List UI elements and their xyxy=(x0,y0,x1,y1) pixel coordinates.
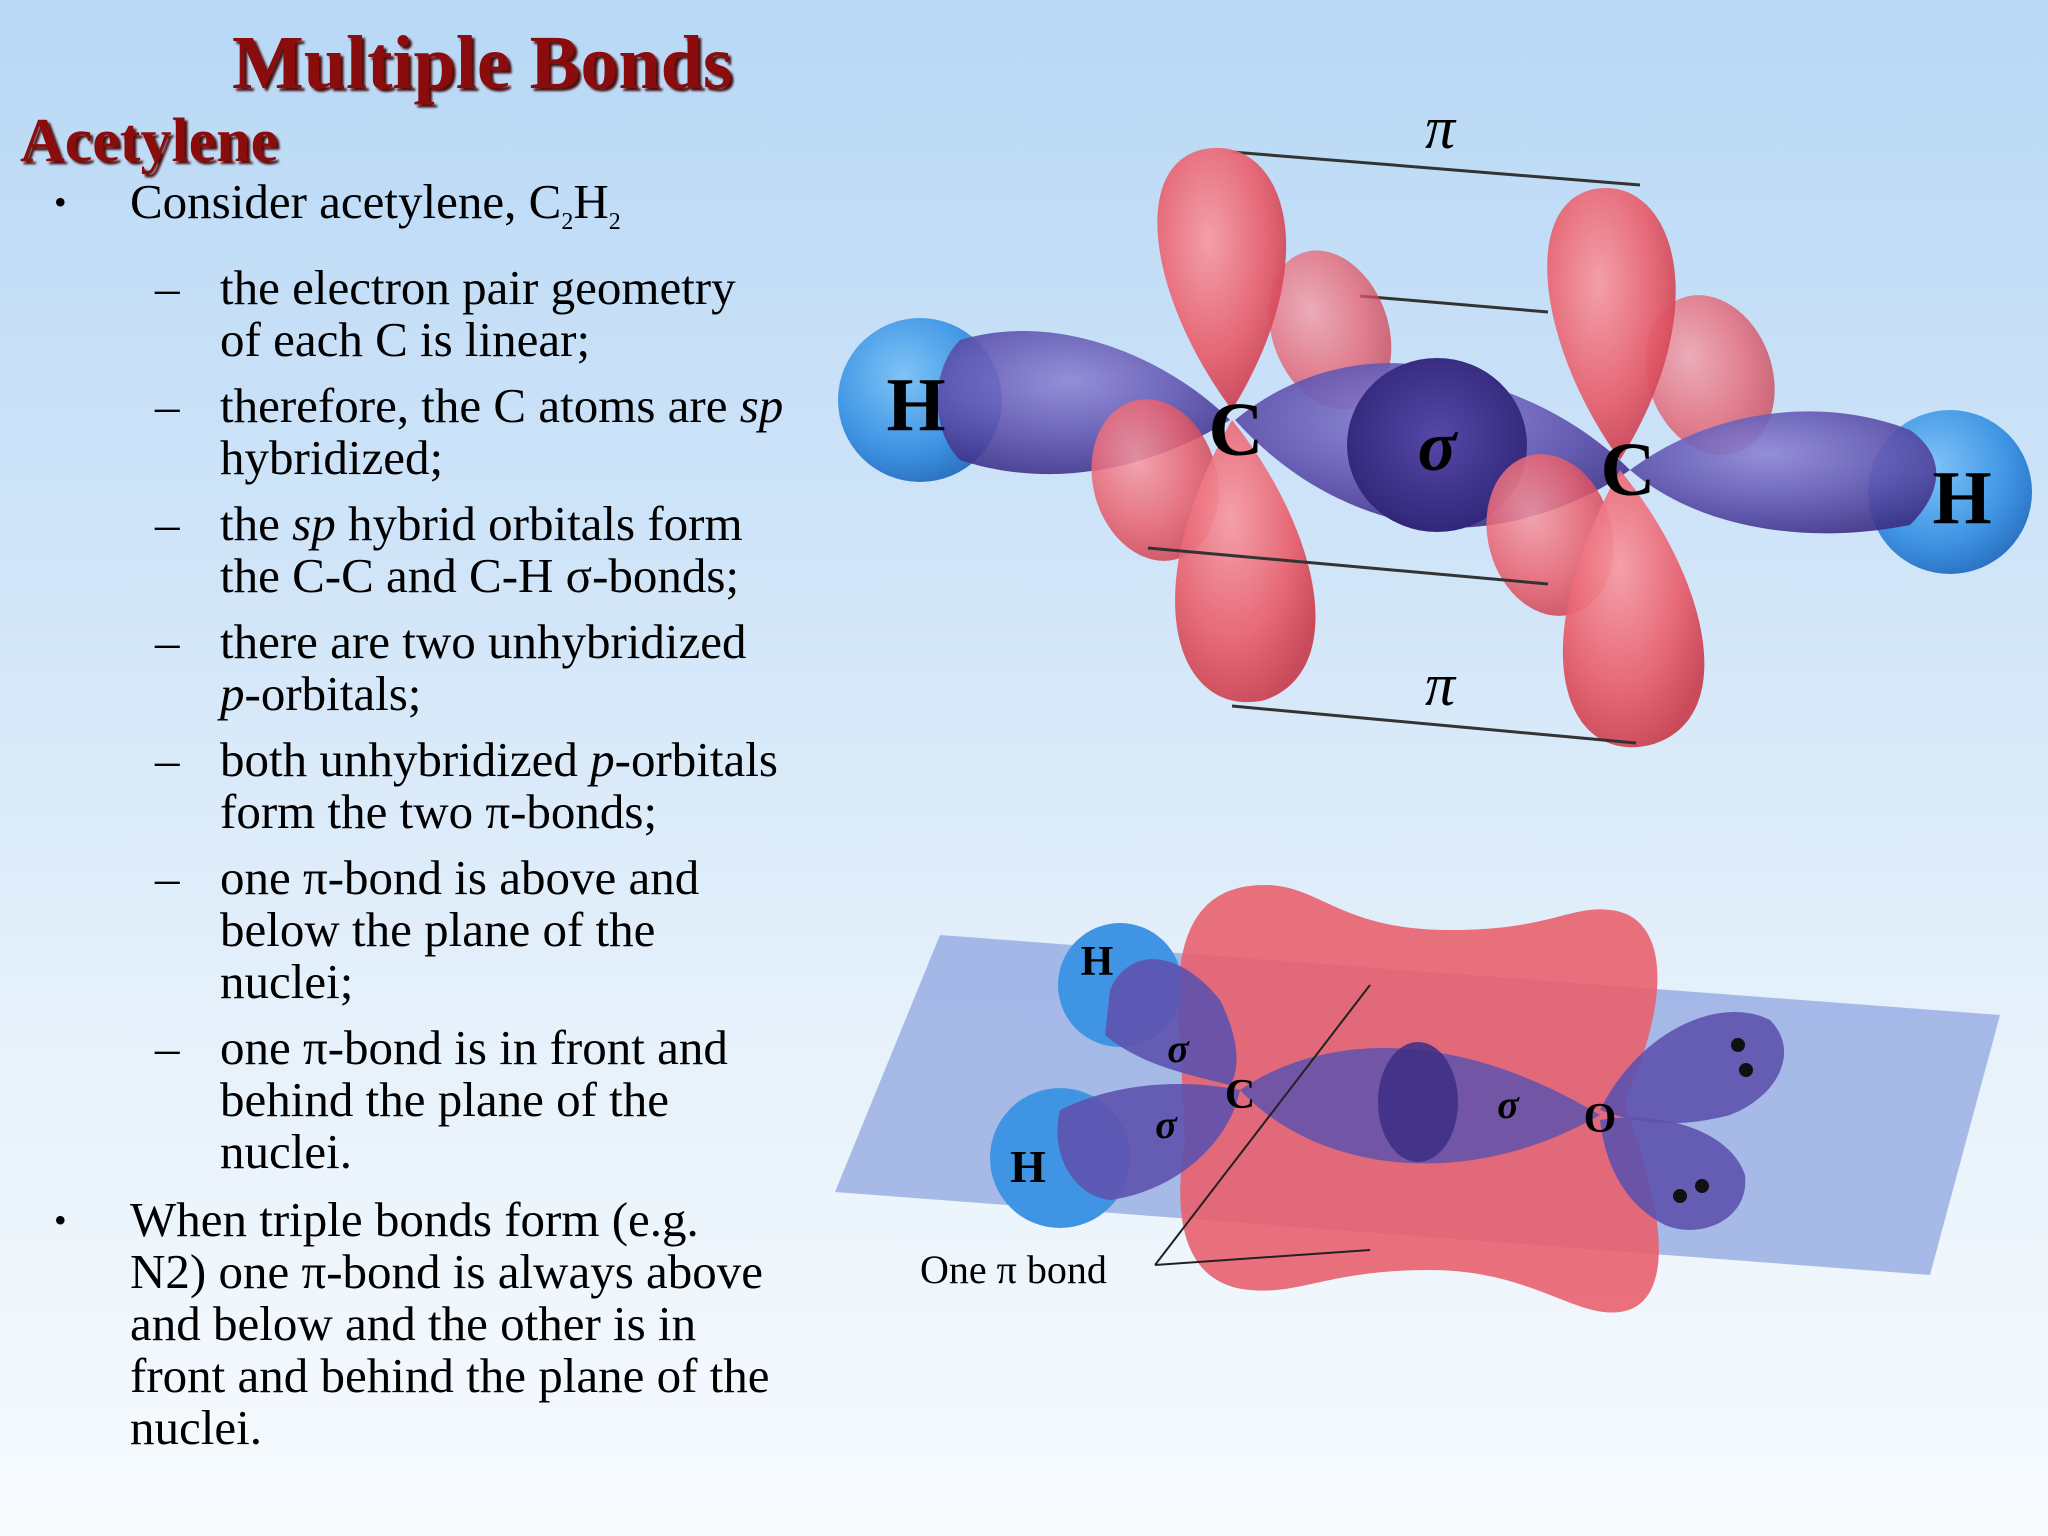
bullet-icon: • xyxy=(54,1199,67,1240)
caption-leader-line xyxy=(1154,1249,1371,1266)
carbon-atom-label: C xyxy=(1225,1072,1255,1118)
dash-icon: – xyxy=(155,495,180,551)
sigma-orbital-lobe xyxy=(1630,411,1937,534)
lone-pair-dot xyxy=(1673,1189,1687,1203)
sub-bullet-line: nuclei; xyxy=(220,953,354,1009)
bullet-line: and below and the other is in xyxy=(130,1295,697,1351)
dash-icon: – xyxy=(155,849,180,905)
pi-bond-line xyxy=(1231,704,1637,745)
sub-bullet-item: – one π-bond is above and below the plan… xyxy=(50,849,850,1009)
sigma-orbital-lobe xyxy=(1105,959,1237,1085)
sub-bullet-line: behind the plane of the xyxy=(220,1071,670,1127)
sigma-label: σ xyxy=(1497,1082,1520,1127)
sigma-label: σ xyxy=(1167,1026,1190,1071)
bullet-line: front and behind the plane of the xyxy=(130,1347,770,1403)
sub-bullet-line: of each C is linear; xyxy=(220,311,591,367)
sigma-label: σ xyxy=(1418,406,1459,486)
caption-leader-line xyxy=(1154,984,1371,1266)
sub-bullet-line: there are two unhybridized xyxy=(220,613,747,669)
sub-bullet-line: the sp hybrid orbitals form xyxy=(220,495,743,551)
bullet-list: • Consider acetylene, C2H2 – the electro… xyxy=(50,176,850,1454)
sub-bullet-line: below the plane of the xyxy=(220,901,656,957)
pi-label: π xyxy=(1425,95,1457,161)
sub-bullet-line: p-orbitals; xyxy=(220,665,422,721)
sub-bullet-item: – therefore, the C atoms are sp hybridiz… xyxy=(50,377,850,485)
hydrogen-atom-label: H xyxy=(1932,456,1991,540)
sub-bullet-line: both unhybridized p-orbitals xyxy=(220,731,778,787)
pi-bond-line xyxy=(1359,294,1549,314)
hydrogen-atom-label: H xyxy=(1081,939,1114,985)
sub-bullet-item: – the electron pair geometry of each C i… xyxy=(50,259,850,367)
sub-bullet-item: – the sp hybrid orbitals form the C-C an… xyxy=(50,495,850,603)
dash-icon: – xyxy=(155,259,180,315)
slide-title: Multiple Bonds xyxy=(232,21,733,105)
bullet-line: N2) one π-bond is always above xyxy=(130,1243,764,1299)
sub-bullet-line: the C-C and C-H σ-bonds; xyxy=(220,547,740,603)
sub-bullet-line: nuclei. xyxy=(220,1123,352,1179)
sub-bullet-line: one π-bond is above and xyxy=(220,849,700,905)
bullet-icon: • xyxy=(54,182,67,222)
lone-pair-dot xyxy=(1739,1063,1753,1077)
dash-icon: – xyxy=(155,1019,180,1075)
sub-bullet-item: – one π-bond is in front and behind the … xyxy=(50,1019,850,1179)
sigma-bond-core xyxy=(1347,358,1527,532)
sigma-label: σ xyxy=(1155,1102,1178,1147)
bullet-text: Consider acetylene, C2H2 xyxy=(130,174,621,235)
sigma-orbital-lobe xyxy=(1057,1084,1240,1200)
carbon-atom-label: C xyxy=(1209,388,1264,472)
dash-icon: – xyxy=(155,377,180,433)
bullet-item: • When triple bonds form (e.g. N2) one π… xyxy=(50,1191,850,1455)
sub-bullet-line: therefore, the C atoms are sp xyxy=(220,377,784,433)
sub-bullet-line: the electron pair geometry xyxy=(220,259,736,315)
bullet-item: • Consider acetylene, C2H2 xyxy=(50,176,850,248)
sigma-bond-core xyxy=(1378,1042,1458,1162)
lone-pair-lobe xyxy=(1600,1117,1746,1230)
p-orbital-lobe xyxy=(1157,147,1287,411)
p-orbital-lobe xyxy=(1547,187,1676,460)
p-orbital-lobe xyxy=(1091,399,1219,561)
hydrogen-atom-label: H xyxy=(886,363,945,447)
sub-bullet-line: hybridized; xyxy=(220,429,444,485)
pi-bond-line xyxy=(1231,150,1641,187)
lone-pair-dot xyxy=(1731,1038,1745,1052)
pi-label: π xyxy=(1425,652,1457,718)
slide-subtitle: Acetylene xyxy=(20,107,279,175)
dash-icon: – xyxy=(155,731,180,787)
dash-icon: – xyxy=(155,613,180,669)
hydrogen-atom-label: H xyxy=(1010,1141,1046,1192)
pi-bond-line xyxy=(1147,546,1549,586)
carbon-atom-label: C xyxy=(1601,428,1656,512)
lone-pair-dot xyxy=(1695,1179,1709,1193)
pi-bond-caption: One π bond xyxy=(920,1247,1107,1292)
sub-bullet-line: form the two π-bonds; xyxy=(220,783,658,839)
sub-bullet-line: one π-bond is in front and xyxy=(220,1019,728,1075)
sub-bullet-item: – there are two unhybridized p-orbitals; xyxy=(50,613,850,721)
p-orbital-lobe xyxy=(1175,420,1316,703)
bullet-line: When triple bonds form (e.g. xyxy=(130,1191,699,1247)
oxygen-atom-label: O xyxy=(1584,1096,1617,1142)
p-orbital-lobe xyxy=(1562,470,1705,748)
p-orbital-lobe xyxy=(1645,295,1775,455)
sub-bullet-item: – both unhybridized p-orbitals form the … xyxy=(50,731,850,839)
bullet-line: nuclei. xyxy=(130,1399,262,1455)
